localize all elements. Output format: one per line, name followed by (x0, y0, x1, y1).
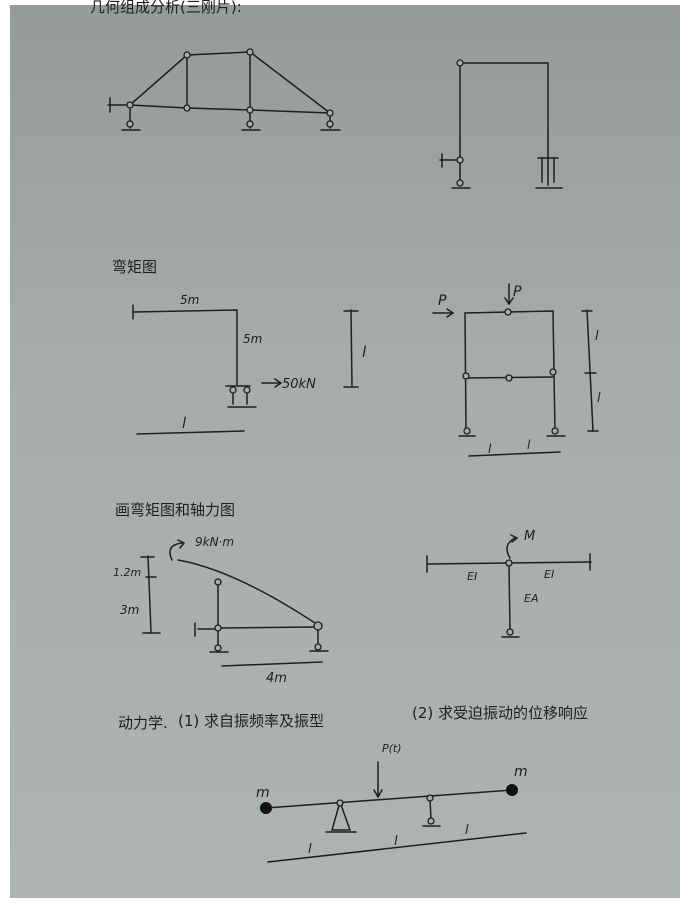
load-v-label: P (513, 284, 522, 300)
dynamics-q2: (2) 求受迫振动的位移响应 (412, 704, 588, 722)
load-label: 50kN (282, 377, 316, 392)
moment-m-label: M (524, 529, 535, 544)
dim-h1-label: l (488, 442, 492, 456)
geometry-heading: 几何组成分析(三刚片): (90, 0, 242, 16)
frame-d-diagram: M EI EI EA (426, 529, 592, 638)
right-ei-label: EI (544, 568, 554, 581)
beam-length-label: 5m (180, 293, 199, 307)
left-ei-label: EI (467, 570, 477, 583)
moment-label: 9kN·m (195, 535, 234, 549)
dynamic-beam-diagram: m m P(t) l l l (256, 742, 528, 863)
dim-v1-label: l (595, 329, 599, 344)
mass-left-label: m (256, 785, 270, 801)
dim-span-label: 4m (266, 671, 287, 686)
dim-1-label: l (308, 842, 312, 857)
dim-horizontal-label: l (182, 414, 187, 432)
paper-photo (10, 5, 680, 898)
dim-2-label: l (394, 834, 398, 849)
dim-top-label: 1.2m (113, 566, 141, 579)
dim-vertical-label: l (362, 343, 367, 361)
frame-b-diagram: P P l l l l (432, 283, 601, 457)
frame-a-diagram: 50kN 5m 5m l l (132, 293, 367, 435)
load-h-label: P (438, 293, 447, 309)
mass-right-label: m (514, 764, 528, 780)
truss-diagram (107, 48, 341, 131)
dim-bottom-label: 3m (120, 603, 139, 617)
moment-axial-heading: 画弯矩图和轴力图 (115, 501, 235, 519)
dim-3-label: l (465, 823, 469, 838)
dim-v2-label: l (597, 391, 601, 406)
portal-frame-diagram (439, 59, 563, 189)
dynamics-heading: 动力学. (118, 714, 168, 732)
dynamics-q1: (1) 求自振频率及振型 (178, 712, 324, 730)
load-pt-label: P(t) (382, 742, 402, 755)
ea-label: EA (524, 592, 538, 605)
column-length-label: 5m (243, 332, 262, 346)
frame-c-diagram: 9kN·m 1.2m 3m 4m (113, 535, 329, 686)
moment-heading: 弯矩图 (112, 258, 157, 276)
dim-h2-label: l (527, 438, 531, 452)
